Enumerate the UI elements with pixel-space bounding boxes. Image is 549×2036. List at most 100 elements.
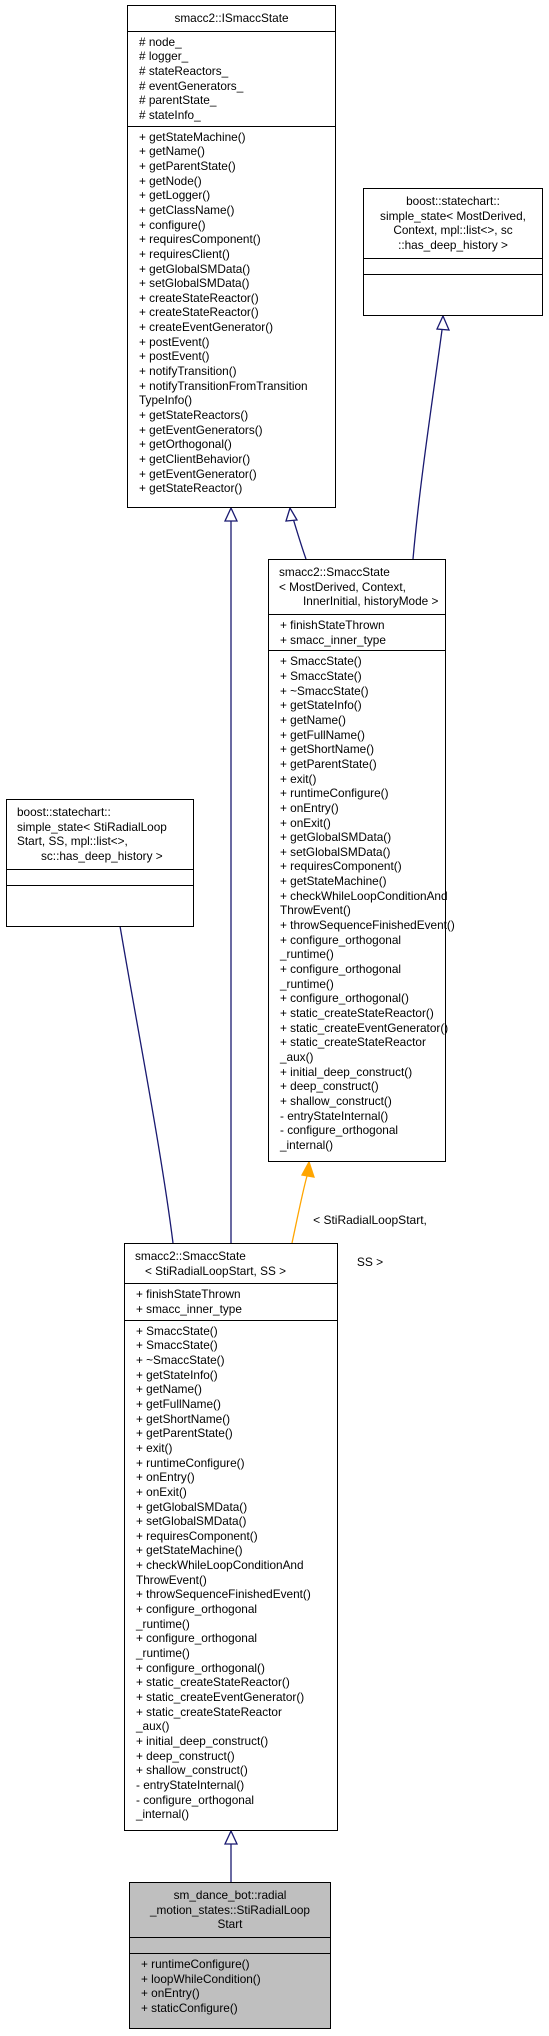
method: + getClientBehavior() (139, 452, 251, 467)
method: + getShortName() (280, 742, 375, 757)
method: _runtime() (136, 1616, 190, 1631)
class-ismacc-state[interactable]: smacc2::ISmaccState # node_ # logger_ # … (127, 5, 336, 508)
class-title-line: simple_state< StiRadialLoop (17, 819, 167, 834)
method: + configure_orthogonal (136, 1631, 258, 1646)
class-title-line: boost::statechart:: (17, 805, 111, 819)
inheritance-edge-generic-to-boost (412, 329, 443, 560)
method: + setGlobalSMData() (136, 1514, 247, 1529)
method: + onEntry() (141, 1986, 200, 2001)
method: + getStateReactor() (139, 481, 243, 496)
template-arrowhead (300, 1160, 315, 1178)
methods-section (364, 273, 542, 290)
method: + SmaccState() (280, 668, 362, 683)
method: + getGlobalSMData() (139, 261, 251, 276)
method: + checkWhileLoopConditionAnd (280, 888, 448, 903)
method: + SmaccState() (280, 654, 362, 669)
template-binding-line: < StiRadialLoopStart, (313, 1213, 427, 1227)
method: + postEvent() (139, 349, 210, 364)
method: + getName() (280, 712, 346, 727)
method: _aux() (280, 1050, 314, 1064)
method: + postEvent() (139, 334, 210, 349)
attribute: # parentState_ (139, 93, 217, 108)
method: + requiresComponent() (280, 859, 402, 874)
method: + configure() (139, 217, 206, 232)
method: + configure_orthogonal (136, 1602, 258, 1617)
class-title-line: < MostDerived, Context, (279, 579, 406, 594)
class-sti-radial-loop-start[interactable]: sm_dance_bot::radial _motion_states::Sti… (129, 1882, 331, 2029)
method: + getEventGenerators() (139, 422, 263, 437)
class-title: boost::statechart:: simple_state< MostDe… (364, 189, 542, 258)
method: + getGlobalSMData() (280, 830, 392, 845)
method: + static_createStateReactor (136, 1704, 282, 1719)
class-smacc-state-generic[interactable]: smacc2::SmaccState < MostDerived, Contex… (268, 559, 455, 1162)
class-title-line: Context, mpl::list<>, sc (393, 223, 513, 238)
template-edge-radial-to-generic (291, 1175, 308, 1244)
method: + exit() (280, 771, 317, 786)
methods-section: + SmaccState() + SmaccState() + ~SmaccSt… (125, 1319, 337, 1825)
method: + getParentState() (139, 158, 236, 173)
method: TypeInfo() (139, 393, 193, 408)
method: + notifyTransitionFromTransition (139, 378, 308, 393)
class-title: sm_dance_bot::radial _motion_states::Sti… (130, 1883, 330, 1937)
attributes-section (130, 1936, 330, 1953)
method: + getStateMachine() (280, 874, 387, 889)
method: + throwSequenceFinishedEvent() (136, 1587, 311, 1602)
method: + getStateMachine() (139, 129, 246, 144)
method: + setGlobalSMData() (280, 844, 391, 859)
class-smacc-state-radial[interactable]: smacc2::SmaccState < StiRadialLoopStart,… (124, 1243, 338, 1831)
method: ThrowEvent() (280, 903, 351, 918)
method: + onEntry() (280, 800, 339, 815)
method: + SmaccState() (136, 1338, 218, 1353)
template-binding-label: < StiRadialLoopStart, SS > (300, 1185, 440, 1283)
method: _runtime() (136, 1646, 190, 1661)
method: + getGlobalSMData() (136, 1499, 248, 1514)
method: - entryStateInternal() (280, 1108, 389, 1123)
method: + loopWhileCondition() (141, 1971, 261, 1986)
method: + runtimeConfigure() (141, 1956, 250, 1971)
class-title-line: InnerInitial, historyMode > (303, 594, 439, 609)
method: _aux() (136, 1719, 170, 1734)
method: - configure_orthogonal (136, 1792, 255, 1807)
method: + getFullName() (136, 1396, 221, 1411)
method: + getFullName() (280, 727, 365, 742)
class-boost-simple-state-radial[interactable]: boost::statechart:: simple_state< StiRad… (6, 799, 194, 927)
method: + getOrthogonal() (139, 437, 232, 452)
template-binding-line: SS > (356, 1255, 384, 1269)
method: + runtimeConfigure() (136, 1455, 245, 1470)
class-title-line: boost::statechart:: (406, 194, 500, 208)
inheritance-edge-radial-to-boost (114, 895, 174, 1244)
attribute: + finishStateThrown (136, 1287, 241, 1302)
method: + checkWhileLoopConditionAnd (136, 1558, 304, 1573)
method: + getLogger() (139, 188, 211, 203)
method: + throwSequenceFinishedEvent() (280, 918, 455, 933)
method: + getStateMachine() (136, 1543, 243, 1558)
method: + onExit() (280, 815, 331, 830)
method: + initial_deep_construct() (136, 1734, 269, 1748)
method: + SmaccState() (136, 1323, 218, 1338)
methods-section: + getStateMachine() + getName() + getPar… (128, 125, 335, 499)
attributes-section: + finishStateThrown + smacc_inner_type (125, 1283, 337, 1319)
methods-section: + runtimeConfigure() + loopWhileConditio… (130, 1952, 330, 2019)
method: + onEntry() (136, 1470, 195, 1485)
class-title-line: sc::has_deep_history > (41, 848, 163, 863)
method: + requiresComponent() (136, 1528, 258, 1543)
attribute: # logger_ (139, 49, 189, 64)
class-title-line: smacc2::SmaccState (279, 565, 390, 579)
method: + configure_orthogonal() (136, 1660, 265, 1675)
class-boost-simple-state-generic[interactable]: boost::statechart:: simple_state< MostDe… (363, 188, 543, 316)
method: + createStateReactor() (139, 305, 259, 320)
method: + createEventGenerator() (139, 320, 274, 335)
method: + static_createEventGenerator() (136, 1690, 305, 1705)
method: + onExit() (136, 1484, 187, 1499)
class-title: smacc2::SmaccState < MostDerived, Contex… (269, 560, 445, 614)
class-title-line: < StiRadialLoopStart, SS > (145, 1263, 286, 1278)
method: + getName() (136, 1382, 202, 1397)
class-title-line: sm_dance_bot::radial (173, 1888, 287, 1902)
attribute: # stateReactors_ (139, 63, 229, 78)
method: + configure_orthogonal() (280, 991, 409, 1006)
inheritance-arrowhead (223, 1829, 239, 1845)
method: + configure_orthogonal (280, 932, 402, 947)
method: + getStateInfo() (136, 1367, 218, 1382)
method: _runtime() (280, 976, 334, 991)
class-title-line: _motion_states::StiRadialLoop (149, 1902, 310, 1917)
